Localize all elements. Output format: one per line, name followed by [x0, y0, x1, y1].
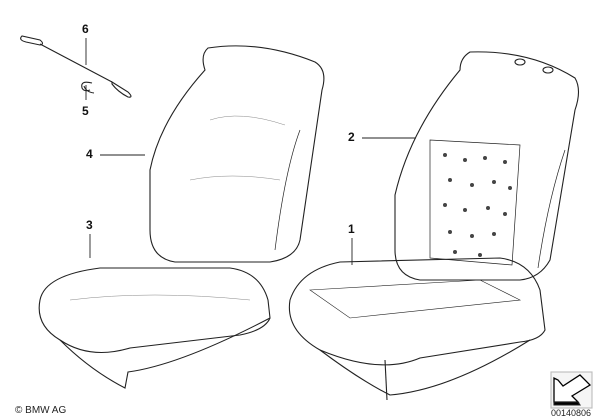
backrest-cover-drawing [149, 45, 325, 263]
callout-5: 5 [82, 104, 89, 118]
copyright: © BMW AG [15, 405, 67, 416]
callout-6: 6 [82, 22, 89, 36]
clip-drawing [81, 81, 95, 94]
diagram-number: 00140806 [551, 408, 592, 418]
callout-4: 4 [86, 147, 93, 161]
arrow-icon [550, 371, 593, 409]
seat-cover-drawing [38, 267, 271, 389]
seat-foam-drawing [288, 257, 546, 401]
leader-lines [85, 38, 416, 265]
callout-3: 3 [86, 218, 93, 232]
wire-drawing [20, 35, 132, 98]
callout-2: 2 [348, 130, 355, 144]
callout-1: 1 [348, 222, 355, 236]
backrest-foam-drawing [394, 51, 580, 281]
